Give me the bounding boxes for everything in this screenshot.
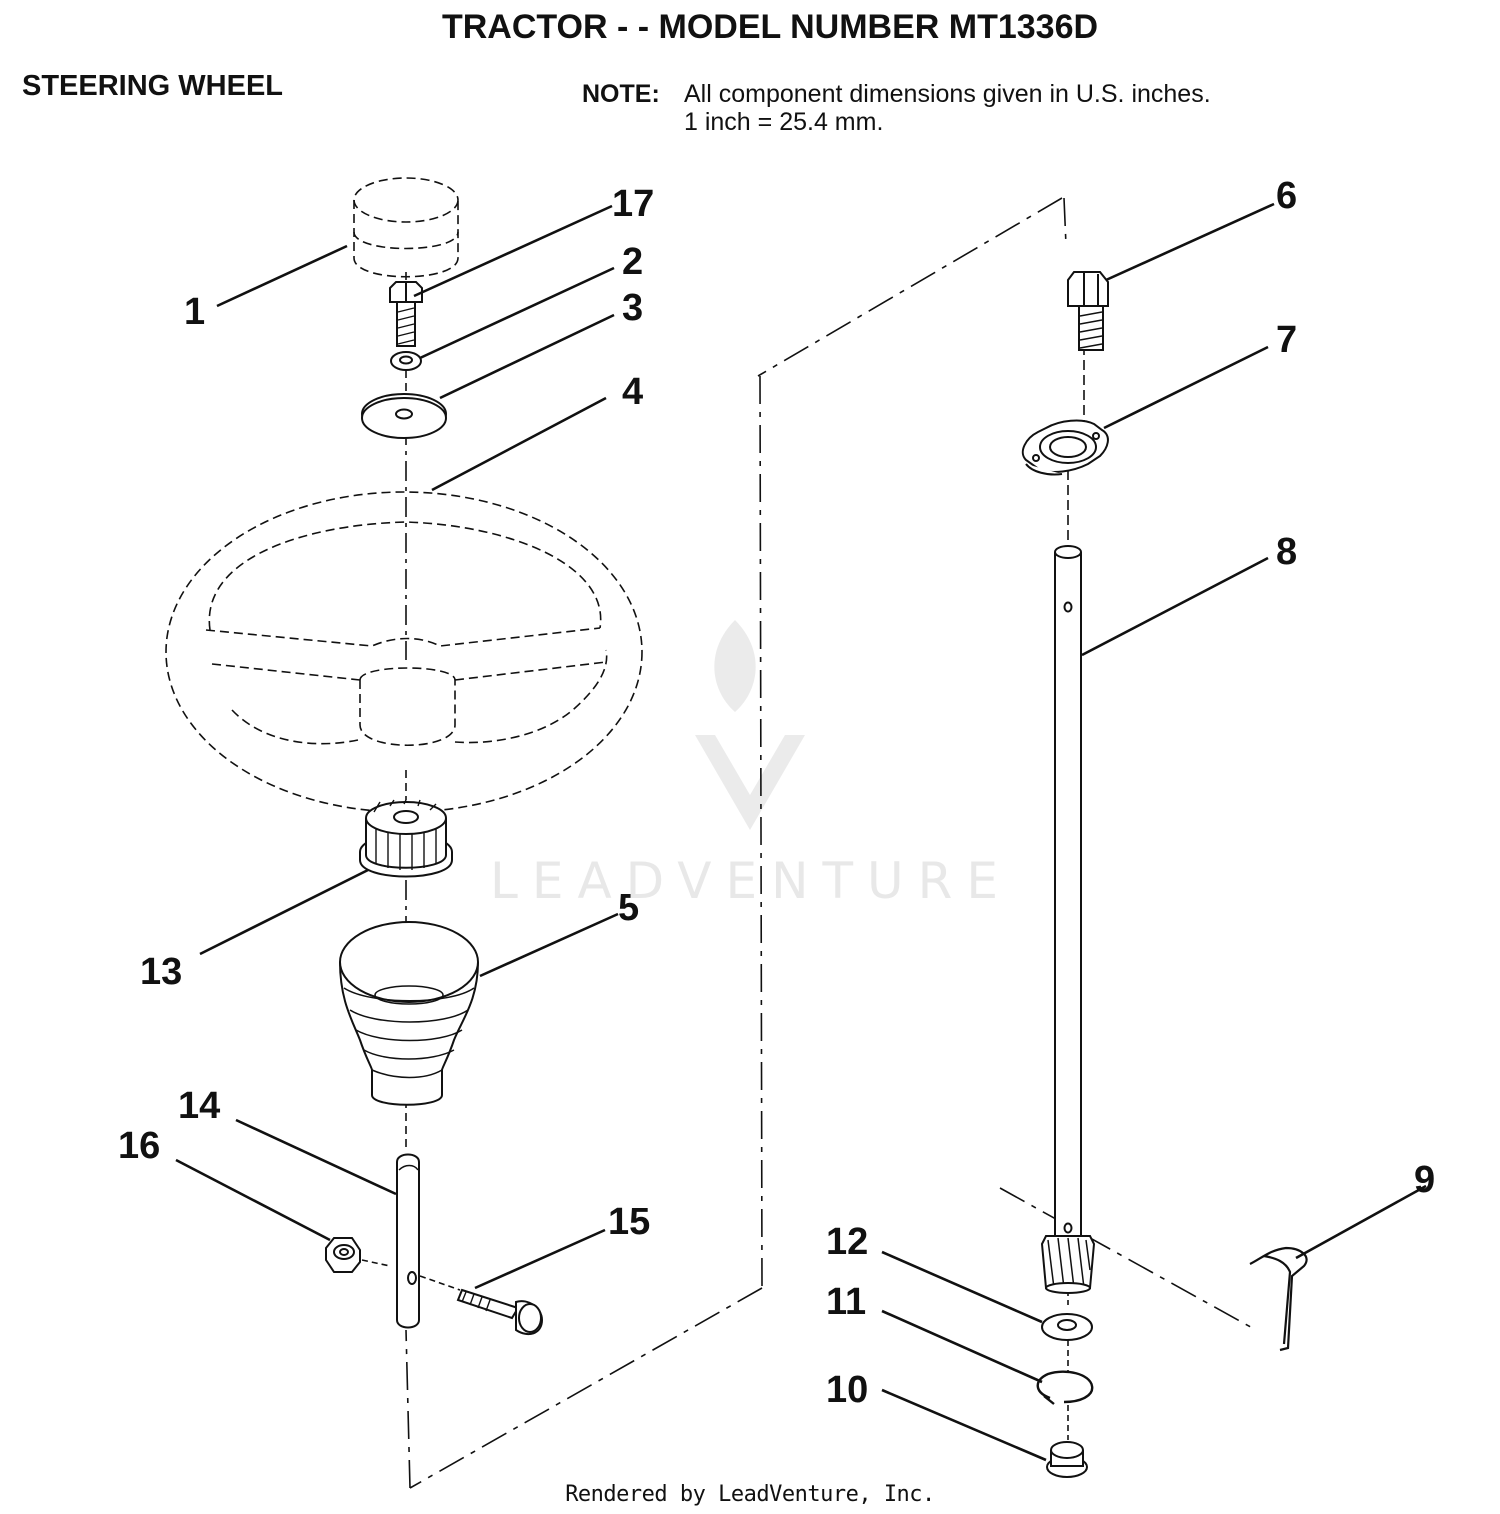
note-label: NOTE: [582, 80, 660, 108]
part-shaft-adapter [396, 1153, 420, 1329]
callout-5: 5 [618, 887, 639, 929]
part-pinion-gear [1040, 1235, 1096, 1294]
note-line-1: All component dimensions given in U.S. i… [684, 80, 1211, 108]
part-bolt [389, 281, 423, 347]
part-lock-washer [390, 351, 422, 371]
part-hex-bolt [456, 1288, 544, 1336]
part-steering-shaft [1054, 545, 1082, 1237]
note-line-2: 1 inch = 25.4 mm. [684, 108, 884, 136]
callout-16: 16 [118, 1125, 160, 1167]
callout-14: 14 [178, 1085, 220, 1127]
section-title: STEERING WHEEL [22, 70, 284, 102]
watermark-logo [695, 620, 805, 830]
assembly-boundary [405, 197, 1257, 1489]
callout-7: 7 [1276, 319, 1297, 361]
part-flat-washer [361, 393, 447, 439]
part-cap [353, 177, 459, 278]
part-bushing [1046, 1441, 1088, 1478]
part-spring-clip [1249, 1246, 1308, 1352]
watermark-text: LEADVENTURE [490, 852, 1012, 910]
callout-6: 6 [1276, 175, 1297, 217]
callout-8: 8 [1276, 531, 1297, 573]
callout-12: 12 [826, 1221, 868, 1263]
part-splined-adapter [359, 799, 453, 878]
part-steering-boot [339, 921, 479, 1106]
part-flange-bearing [1021, 419, 1109, 476]
callout-9: 9 [1414, 1159, 1435, 1201]
callout-10: 10 [826, 1369, 868, 1411]
callout-3: 3 [622, 287, 643, 329]
callout-13: 13 [140, 951, 182, 993]
callout-15: 15 [608, 1201, 650, 1243]
part-shaft-washer [1041, 1313, 1093, 1341]
callout-2: 2 [622, 241, 643, 283]
page-title: TRACTOR - - MODEL NUMBER MT1336D [441, 8, 1099, 46]
part-nut [325, 1237, 361, 1273]
leader-lines [175, 202, 1427, 1462]
part-snap-ring [1036, 1370, 1094, 1405]
part-shaft-bolt [1067, 271, 1109, 351]
callout-4: 4 [622, 371, 643, 413]
footer-credit: Rendered by LeadVenture, Inc. [565, 1482, 935, 1507]
callout-11: 11 [826, 1281, 866, 1323]
part-steering-wheel [165, 491, 643, 813]
callout-1: 1 [184, 291, 205, 333]
callout-17: 17 [612, 183, 654, 225]
